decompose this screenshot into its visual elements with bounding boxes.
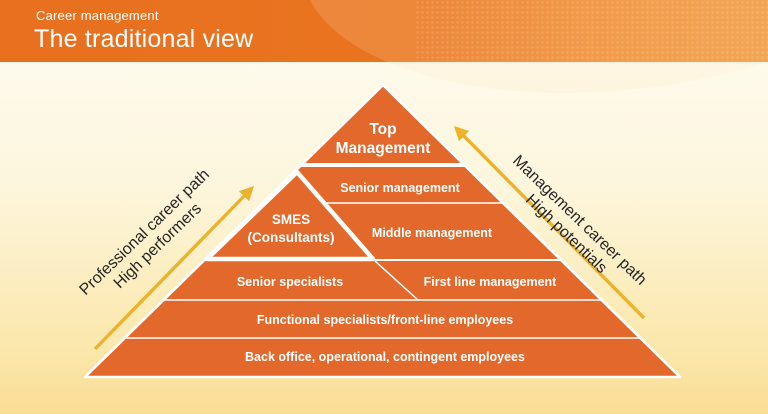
- header-eyebrow: Career management: [36, 8, 159, 23]
- right-career-path-arrow-icon: [453, 125, 646, 320]
- label-back-office: Back office, operational, contingent emp…: [245, 350, 525, 364]
- label-smes-line1: SMES: [272, 212, 310, 227]
- label-senior-management: Senior management: [340, 181, 460, 195]
- page-title: The traditional view: [34, 25, 254, 53]
- label-smes-line2: (Consultants): [248, 230, 335, 245]
- divider-diagonal-specialists: [374, 260, 419, 301]
- label-first-line-management: First line management: [424, 275, 558, 289]
- label-senior-specialists: Senior specialists: [237, 275, 343, 289]
- label-top-management-line2: Management: [336, 140, 431, 157]
- label-top-management-line1: Top: [369, 121, 396, 138]
- smes-triangle-shape: [204, 169, 376, 262]
- label-middle-management: Middle management: [372, 226, 493, 240]
- slide-header: Career management The traditional view: [0, 0, 768, 64]
- left-career-path-arrow-icon: [93, 185, 254, 351]
- label-functional-specialists: Functional specialists/front-line employ…: [257, 313, 513, 327]
